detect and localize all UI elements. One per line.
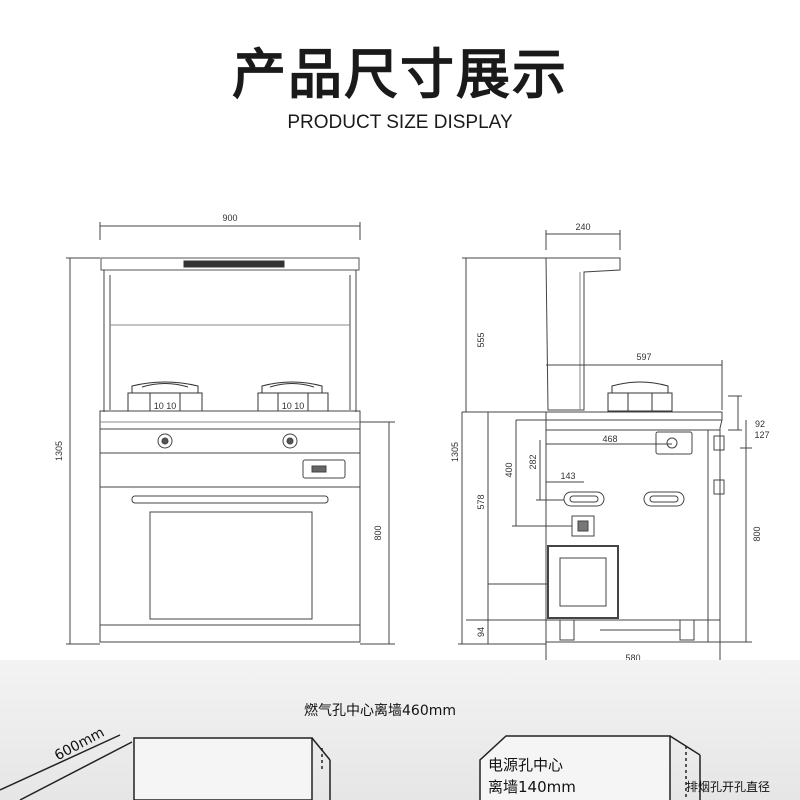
dim-143: 143	[560, 471, 575, 481]
page-subtitle: PRODUCT SIZE DISPLAY	[287, 112, 513, 133]
page-title: 产品尺寸展示	[232, 43, 568, 106]
front-width-dim: 900	[222, 213, 237, 223]
power-hole-note-line1: 电源孔中心	[488, 756, 564, 774]
burner-label-left: 10 10	[154, 401, 177, 411]
dim-800: 800	[752, 526, 762, 541]
dim-127: 127	[754, 430, 769, 440]
dim-94: 94	[476, 627, 486, 637]
dim-282: 282	[528, 454, 538, 469]
side-upper-height-dim: 555	[476, 332, 486, 347]
front-height-dim: 1305	[54, 441, 64, 461]
gas-hole-note: 燃气孔中心离墙460mm	[304, 703, 456, 719]
dim-400: 400	[504, 462, 514, 477]
gas-center-dim: 468	[602, 434, 617, 444]
dim-92: 92	[755, 419, 765, 429]
side-depth-dim: 580	[625, 653, 640, 660]
front-lower-dim: 800	[373, 525, 383, 540]
power-hole-note-line2: 离墙140mm	[488, 778, 576, 796]
burner-label-right: 10 10	[282, 401, 305, 411]
dim-578: 578	[476, 494, 486, 509]
side-total-height-dim: 1305	[450, 442, 460, 462]
dimension-drawing: 900 1305 800 10 10 10 10 240 555 597 130…	[54, 213, 770, 660]
install-sketch	[0, 734, 701, 800]
exhaust-hole-note: 排烟孔开孔直径	[686, 780, 771, 794]
side-hood-depth-dim: 597	[636, 352, 651, 362]
side-top-width-dim: 240	[575, 222, 590, 232]
